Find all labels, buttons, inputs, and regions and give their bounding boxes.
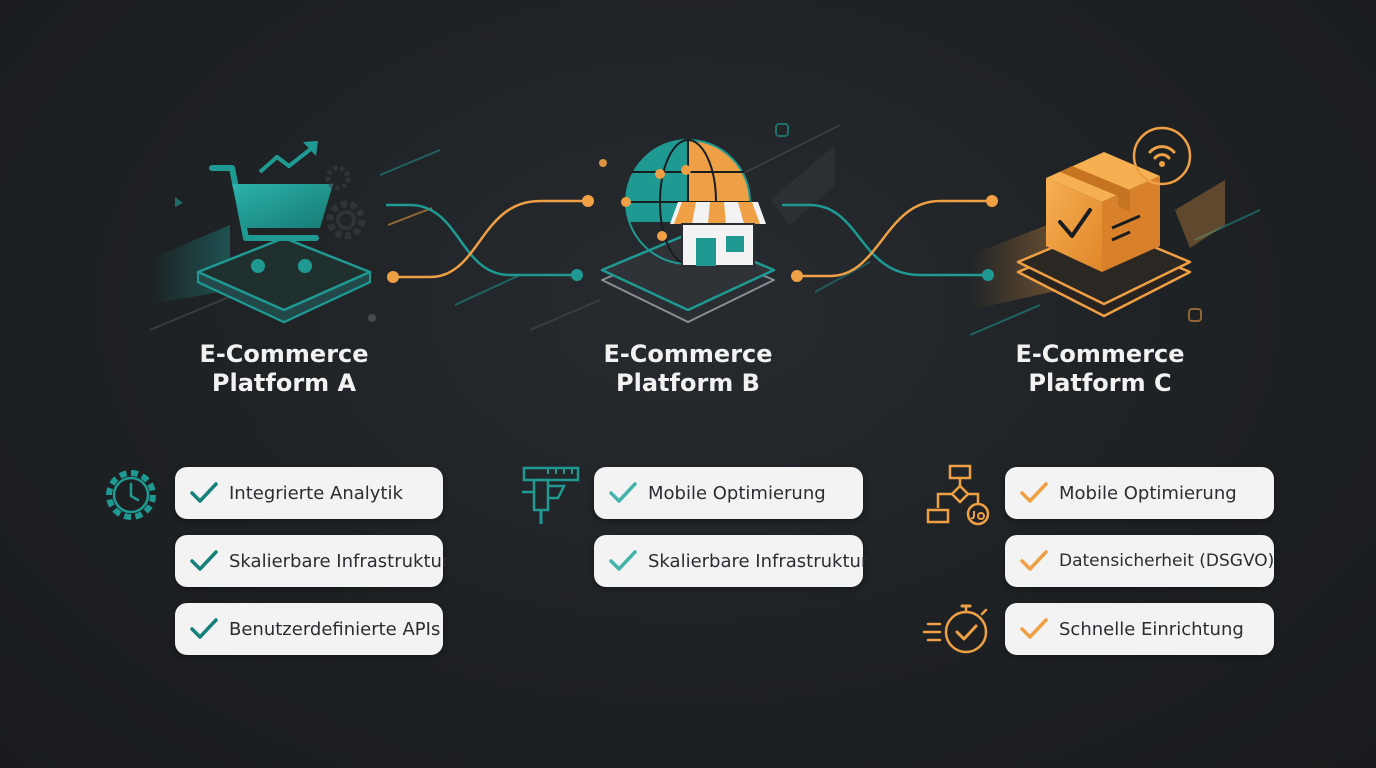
- check-icon: [190, 550, 218, 571]
- stopwatch-check-icon: [922, 604, 988, 654]
- gear-icon: [325, 165, 366, 240]
- check-icon: [190, 618, 218, 639]
- check-icon: [609, 482, 637, 503]
- feature-label: Integrierte Analytik: [229, 482, 403, 504]
- feature-pill: Skalierbare Infrastruktur: [175, 535, 449, 587]
- platform-b-title-line2: Platform B: [616, 369, 760, 397]
- gear-clock-icon: [106, 470, 156, 520]
- feature-label: Benutzerdefinierte APIs: [229, 618, 441, 640]
- check-icon: [1020, 550, 1048, 571]
- connector-a-b: [386, 195, 594, 283]
- feature-pill: Skalierbare Infrastruktur: [594, 535, 868, 587]
- globe-storefront-icon: [621, 139, 766, 267]
- platform-a-title-line2: Platform A: [211, 369, 357, 397]
- platform-a-base: [196, 236, 372, 324]
- check-icon: [609, 550, 637, 571]
- feature-label: Skalierbare Infrastruktur: [648, 550, 869, 572]
- check-icon: [1020, 482, 1048, 503]
- feature-label: Skalierbare Infrastruktur: [229, 550, 450, 572]
- feature-label: Mobile Optimierung: [648, 482, 826, 504]
- caliper-icon: [522, 466, 580, 524]
- shopping-cart-icon: [209, 141, 333, 273]
- feature-pill: Datensicherheit (DSGVO): [1005, 535, 1274, 587]
- flowchart-icon: [926, 464, 990, 526]
- feature-pill: Mobile Optimierung: [594, 467, 863, 519]
- platform-b-title: E-Commerce Platform B: [528, 340, 848, 398]
- platform-a-title-line1: E-Commerce: [199, 340, 369, 368]
- feature-pill: Benutzerdefinierte APIs: [175, 603, 443, 655]
- platform-c-title-line2: Platform C: [1028, 369, 1172, 397]
- feature-pill: Integrierte Analytik: [175, 467, 443, 519]
- package-check-icon: [1046, 126, 1192, 272]
- check-icon: [1020, 618, 1048, 639]
- platform-c-title: E-Commerce Platform C: [940, 340, 1260, 398]
- platform-a-title: E-Commerce Platform A: [124, 340, 444, 398]
- connector-b-c: [782, 195, 998, 282]
- feature-label: Datensicherheit (DSGVO): [1059, 551, 1275, 571]
- platform-b-title-line1: E-Commerce: [603, 340, 773, 368]
- platform-c-title-line1: E-Commerce: [1015, 340, 1185, 368]
- feature-label: Schnelle Einrichtung: [1059, 618, 1244, 640]
- feature-pill: Schnelle Einrichtung: [1005, 603, 1274, 655]
- feature-label: Mobile Optimierung: [1059, 482, 1237, 504]
- feature-pill: Mobile Optimierung: [1005, 467, 1274, 519]
- check-icon: [190, 482, 218, 503]
